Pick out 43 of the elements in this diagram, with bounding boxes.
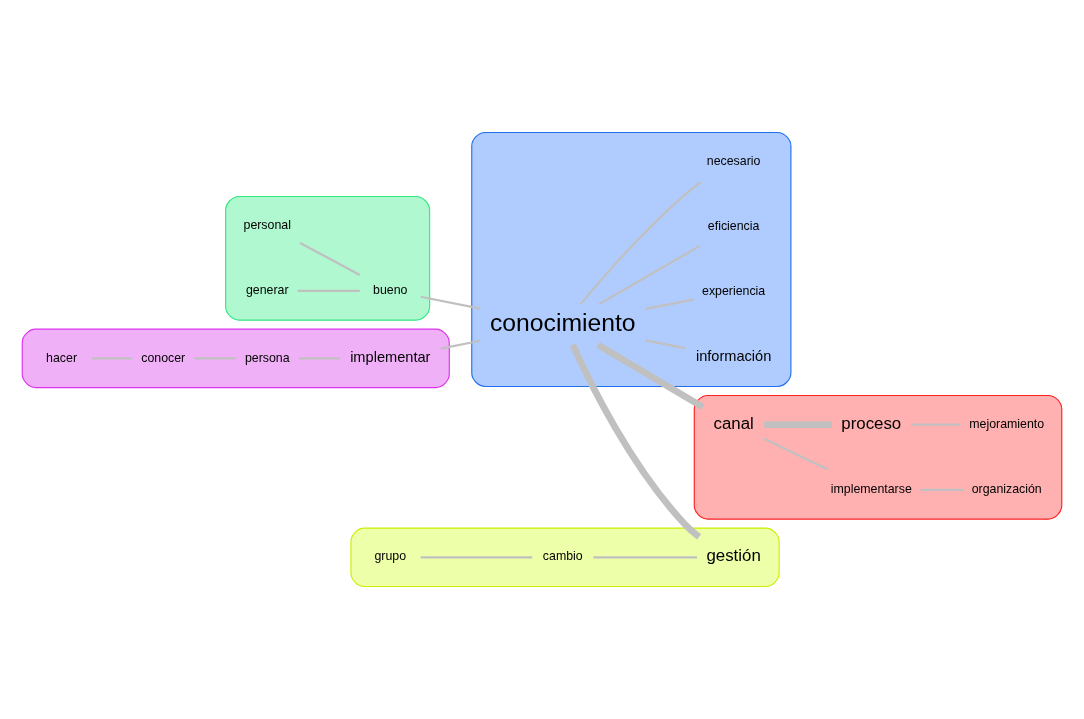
connector <box>645 339 686 350</box>
node-text: canal <box>713 413 754 433</box>
connector <box>299 241 361 277</box>
connector <box>420 556 533 559</box>
node-text: gestión <box>706 546 761 566</box>
connector <box>645 298 694 311</box>
connector <box>596 342 705 411</box>
node-text: bueno <box>373 283 408 298</box>
connector <box>598 245 700 306</box>
node-text: conocimiento <box>489 308 636 336</box>
cluster <box>350 527 780 588</box>
node-text: necesario <box>706 153 761 168</box>
node-text: personal <box>243 217 291 232</box>
node-text: generar <box>245 283 289 298</box>
node-text: persona <box>244 350 290 365</box>
cluster <box>693 394 1063 520</box>
connector <box>920 488 964 491</box>
cluster <box>225 196 431 321</box>
node-text: implementar <box>350 349 431 366</box>
node-text: grupo <box>374 549 407 564</box>
connector <box>298 357 340 360</box>
node-text: experiencia <box>702 284 766 299</box>
connector <box>593 556 698 559</box>
connector <box>92 357 133 360</box>
node-text: eficiencia <box>707 219 760 234</box>
node-text: organización <box>971 482 1042 497</box>
cluster <box>471 131 792 388</box>
cluster <box>21 328 450 389</box>
connector <box>569 343 702 540</box>
node-text: conocer <box>141 350 186 365</box>
node-text: información <box>695 348 772 365</box>
connector <box>579 181 702 306</box>
node-text: hacer <box>46 350 78 365</box>
node-text: proceso <box>841 413 902 433</box>
connector <box>297 289 360 293</box>
node-text: implementarse <box>830 482 912 497</box>
connector <box>440 339 481 350</box>
connector <box>420 295 481 310</box>
connector <box>194 357 236 360</box>
node-text: cambio <box>542 549 583 564</box>
connector <box>763 437 829 471</box>
connector <box>910 423 961 426</box>
node-text: mejoramiento <box>969 416 1045 431</box>
